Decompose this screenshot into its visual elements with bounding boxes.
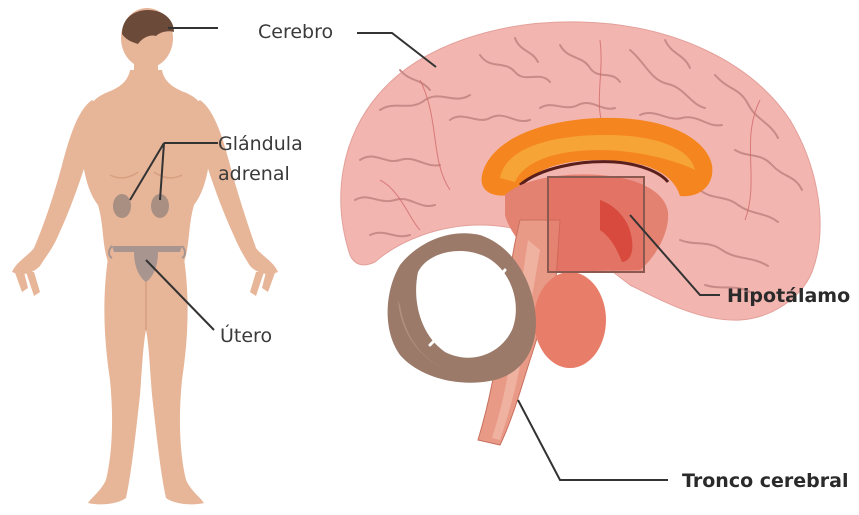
leader-tronco	[518, 400, 668, 480]
figure-left-hand	[14, 270, 40, 296]
figure-right-hand	[250, 270, 276, 296]
brain-illustration	[341, 22, 820, 445]
hypothalamus-box	[548, 177, 644, 272]
figure-torso	[82, 70, 211, 262]
label-tronco: Tronco cerebral	[682, 470, 848, 492]
human-figure	[12, 8, 278, 504]
label-glandula-line1: Glándula	[218, 133, 303, 155]
label-glandula-line2: adrenal	[218, 163, 290, 185]
label-hipotalamo: Hipotálamo	[727, 285, 850, 307]
label-cerebro: Cerebro	[258, 21, 333, 43]
adrenal-gland-left	[113, 194, 131, 218]
label-utero: Útero	[220, 323, 272, 347]
pons	[534, 272, 606, 368]
